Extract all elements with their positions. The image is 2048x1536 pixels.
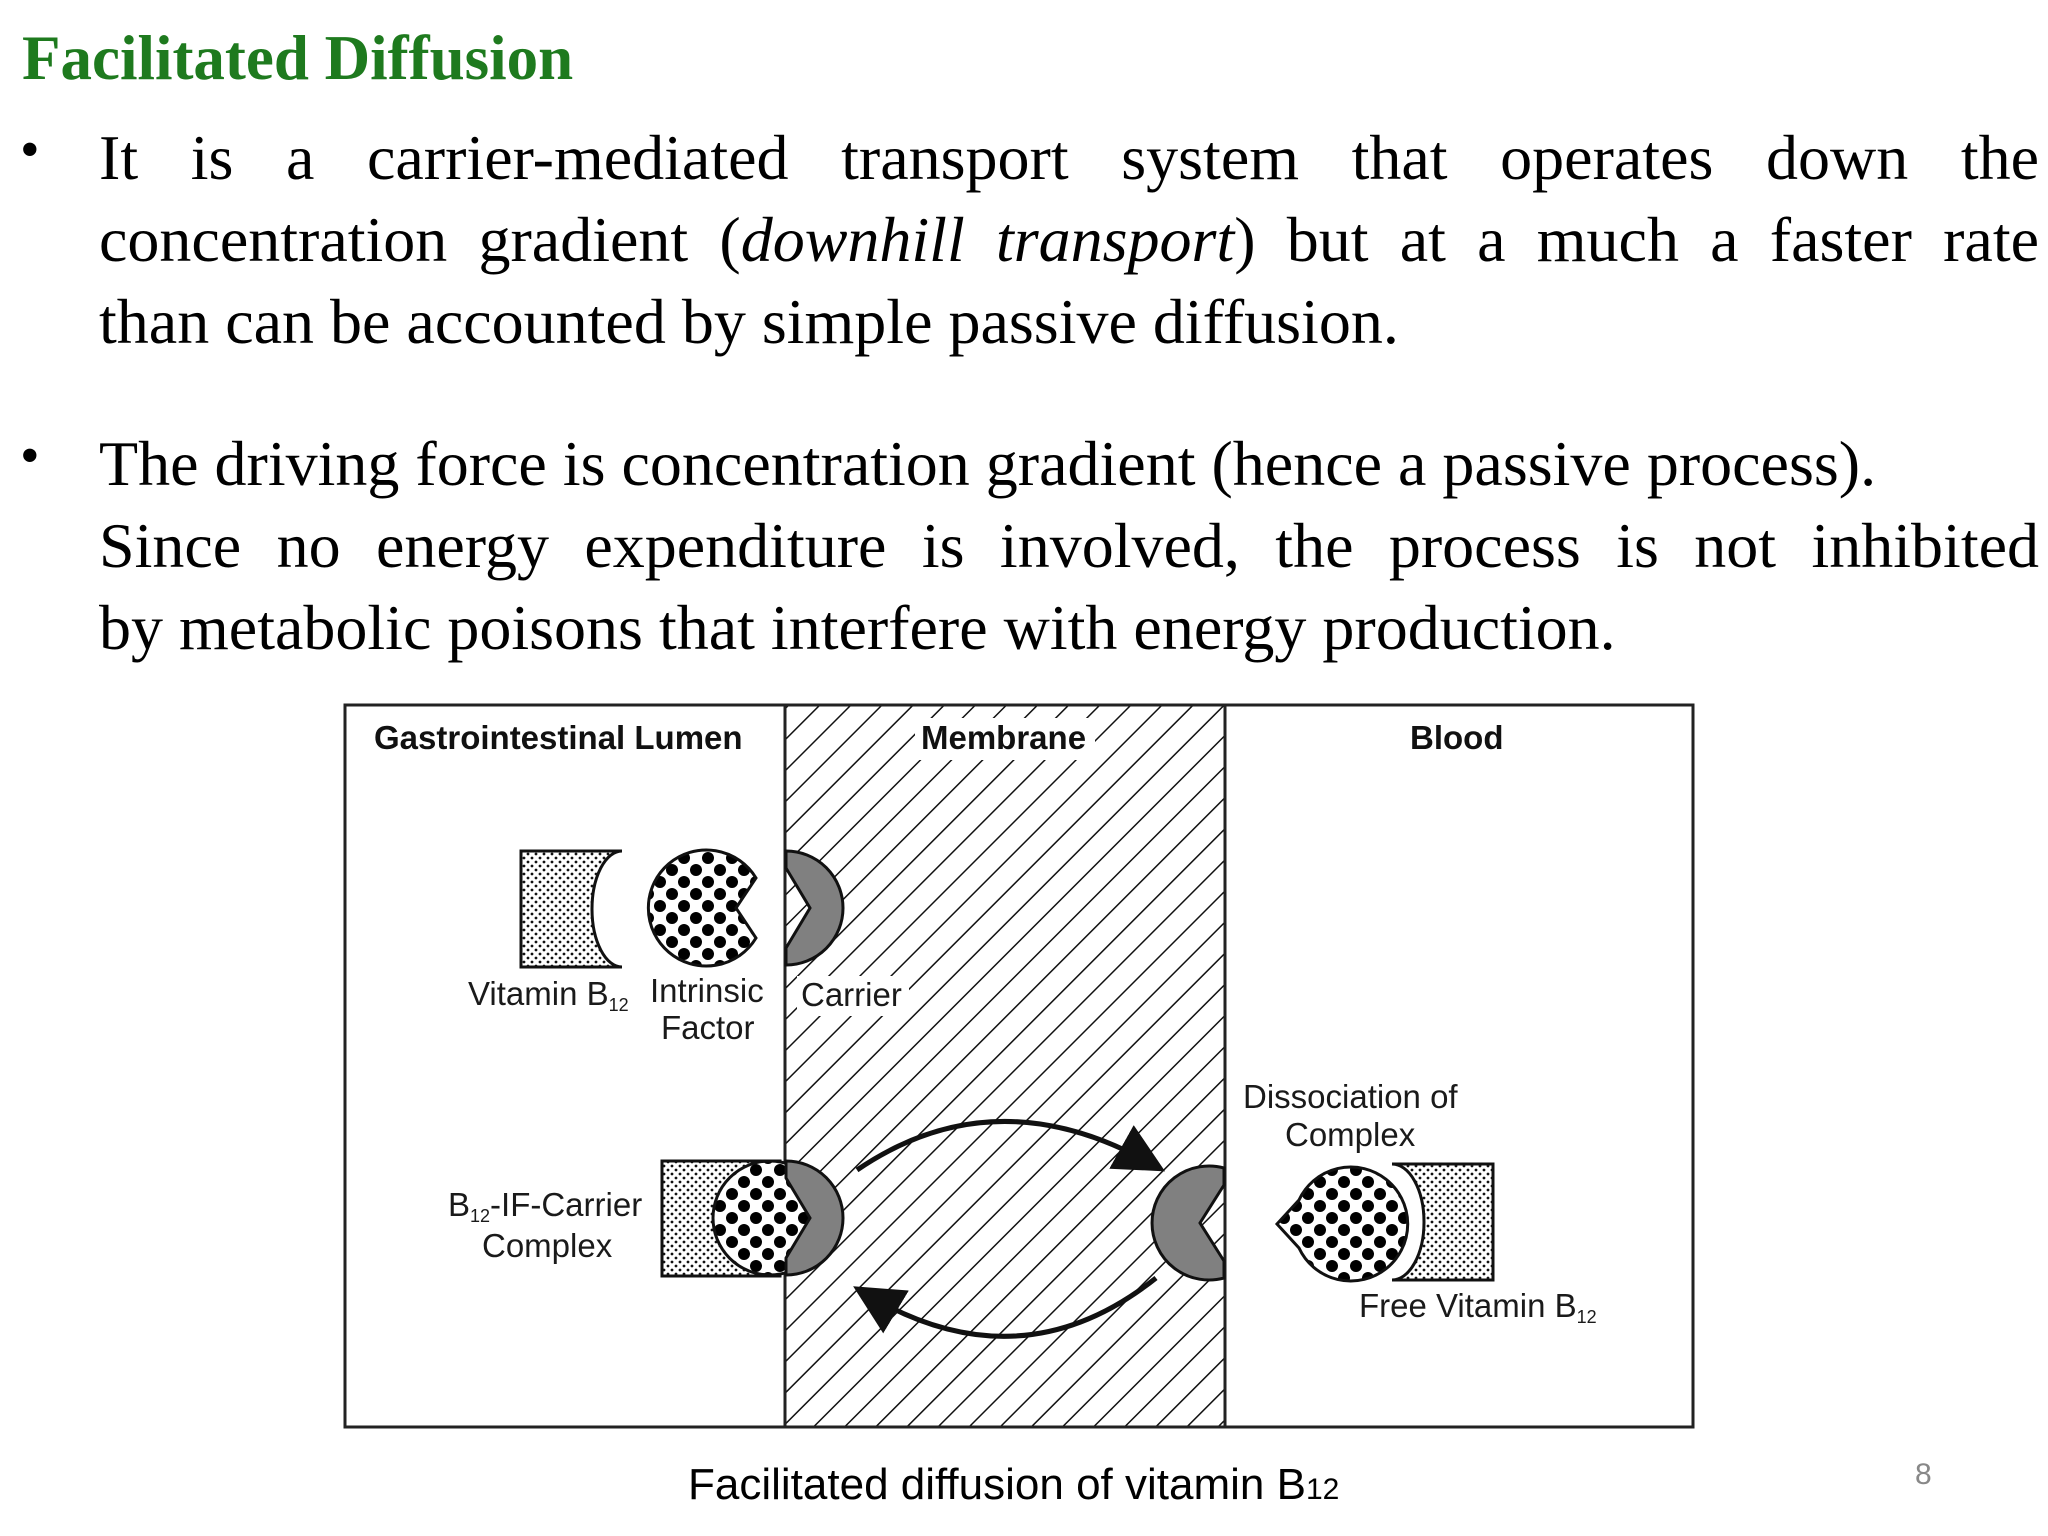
intrinsic-factor-shape bbox=[646, 848, 758, 968]
italic-term: downhill transport bbox=[740, 204, 1235, 275]
arrow-return bbox=[853, 1276, 1158, 1339]
membrane-region bbox=[783, 703, 1227, 1429]
bullet-2-line-3: by metabolic poisons that interfere with… bbox=[99, 592, 1616, 663]
membrane-label: Membrane bbox=[921, 719, 1086, 756]
dissociation-label-1: Dissociation of bbox=[1243, 1078, 1458, 1115]
blood-label: Blood bbox=[1410, 719, 1503, 756]
facilitated-diffusion-diagram: Gastrointestinal Lumen Membrane Blood Vi… bbox=[343, 703, 1695, 1429]
bullet-marker: • bbox=[20, 425, 40, 487]
complex-label-2: Complex bbox=[482, 1227, 613, 1264]
figure-caption: Facilitated diffusion of vitamin B12 bbox=[688, 1460, 1340, 1509]
carrier-label: Carrier bbox=[801, 976, 902, 1013]
free-vitamin-b12-label: Free Vitamin B12 bbox=[1359, 1287, 1597, 1327]
vitamin-b12-label: Vitamin B12 bbox=[468, 975, 629, 1015]
bullet-paragraph-1: It is a carrier-mediated transport syste… bbox=[99, 117, 2039, 363]
bullet-2-line-2: Since no energy expenditure is involved,… bbox=[99, 510, 2039, 581]
bullet-1-line-3: than can be accounted by simple passive … bbox=[99, 286, 1399, 357]
free-vitamin-b12-shape bbox=[1391, 1162, 1495, 1282]
complex-label-1: B12-IF-Carrier bbox=[448, 1186, 642, 1226]
lumen-label: Gastrointestinal Lumen bbox=[374, 719, 743, 756]
bullet-1-line-2: concentration gradient (downhill transpo… bbox=[99, 204, 2040, 275]
bullet-marker: • bbox=[20, 119, 40, 181]
carrier-blood-side-shape bbox=[1150, 1164, 1226, 1282]
bullet-2-line-1: The driving force is concentration gradi… bbox=[99, 428, 1877, 499]
dissociation-label-2: Complex bbox=[1285, 1116, 1416, 1153]
bullet-1-line-1: It is a carrier-mediated transport syste… bbox=[99, 122, 2039, 193]
dissociated-intrinsic-factor bbox=[1274, 1165, 1410, 1283]
complex-carrier-shape bbox=[784, 1159, 845, 1277]
carrier-shape bbox=[784, 849, 845, 967]
bullet-paragraph-2: The driving force is concentration gradi… bbox=[99, 423, 2039, 669]
intrinsic-factor-label-2: Factor bbox=[661, 1009, 755, 1046]
arrow-forward bbox=[855, 1118, 1166, 1173]
vitamin-b12-shape bbox=[519, 849, 623, 969]
intrinsic-factor-label-1: Intrinsic bbox=[650, 972, 764, 1009]
page-number: 8 bbox=[1915, 1458, 1932, 1491]
membrane-label-bg bbox=[915, 718, 1095, 760]
slide-title: Facilitated Diffusion bbox=[22, 23, 574, 93]
carrier-label-bg bbox=[797, 976, 909, 1016]
